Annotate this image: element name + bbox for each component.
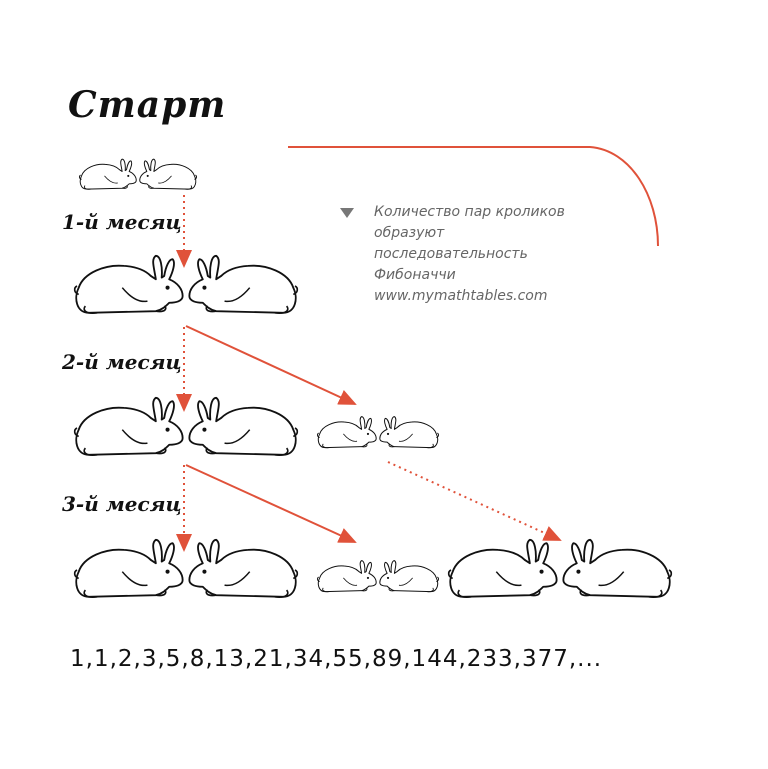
rabbit-icon (138, 154, 198, 196)
rabbit-icon (186, 248, 300, 324)
rabbit-icon (72, 390, 186, 466)
rabbit-icon (316, 556, 378, 598)
fibonacci-sequence: 1,1,2,3,5,8,13,21,34,55,89,144,233,377,.… (70, 646, 602, 672)
rabbit-icon (316, 412, 378, 454)
rabbit-icon (378, 556, 440, 598)
decorative-arc (288, 147, 658, 246)
rabbit-icon (72, 248, 186, 324)
rabbit-icon (378, 412, 440, 454)
rabbit-icon (78, 154, 138, 196)
rabbit-icon (446, 532, 560, 608)
rabbit-icon (186, 532, 300, 608)
rabbit-icon (72, 532, 186, 608)
rabbit-icon (186, 390, 300, 466)
arrow-m2-to-kits (186, 465, 355, 542)
rabbit-icon (560, 532, 674, 608)
arrow-kits-grow (388, 462, 560, 540)
